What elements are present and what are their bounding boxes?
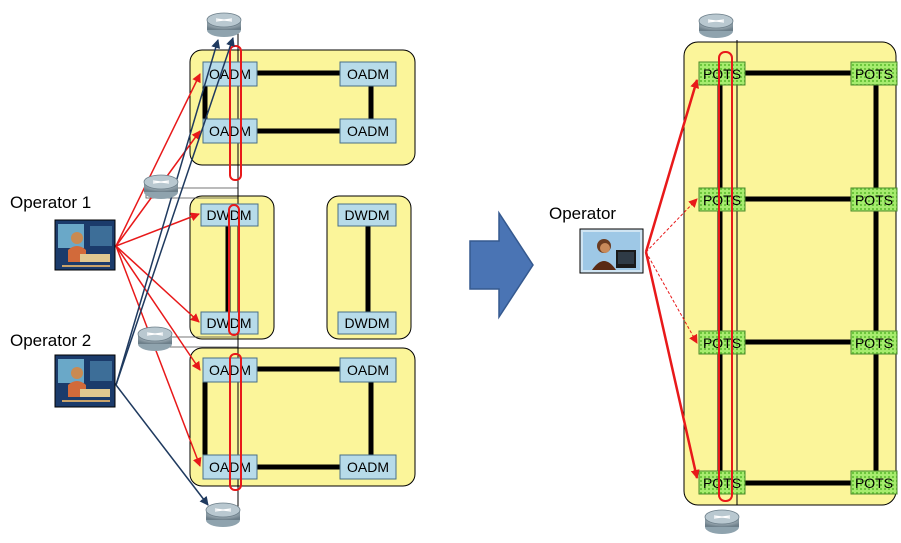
pots-node-6: POTS	[850, 330, 898, 355]
operator2-control-arrows	[115, 37, 235, 506]
svg-text:POTS: POTS	[703, 335, 741, 351]
svg-text:POTS: POTS	[855, 192, 893, 208]
lightpath-tube-top	[229, 45, 242, 181]
svg-text:POTS: POTS	[855, 335, 893, 351]
svg-text:OADM: OADM	[347, 66, 389, 82]
lightpath-tube-right	[718, 51, 733, 502]
router-icon-upper-mid	[143, 174, 179, 199]
oadm-node-mid-right: OADM	[339, 118, 397, 144]
pots-node-7: POTS	[698, 470, 746, 495]
oadm-node-top-right: OADM	[339, 61, 397, 87]
router-icon-lower-mid	[137, 326, 173, 351]
svg-text:DWDM: DWDM	[344, 207, 389, 223]
operator-control-arrows	[644, 79, 700, 479]
dwdm-node-right-top: DWDM	[337, 203, 397, 227]
operator1-icon	[54, 219, 116, 271]
lightpath-tube-middle	[228, 204, 240, 336]
router-icon-right-bottom	[704, 509, 740, 534]
oadm-node-bottom-low-right: OADM	[339, 454, 397, 480]
pots-node-1: POTS	[698, 61, 746, 86]
operator2-icon	[54, 354, 116, 408]
router-icon-top	[206, 12, 242, 37]
pots-node-8: POTS	[850, 470, 898, 495]
svg-text:POTS: POTS	[855, 475, 893, 491]
svg-text:OADM: OADM	[347, 123, 389, 139]
dwdm-node-right-bottom: DWDM	[337, 311, 397, 335]
operator1-control-arrows	[115, 73, 202, 467]
operator-label: Operator	[549, 204, 616, 223]
operator1-label: Operator 1	[10, 193, 91, 212]
transition-arrow	[469, 210, 534, 320]
svg-text:OADM: OADM	[347, 362, 389, 378]
operator2-label: Operator 2	[10, 331, 91, 350]
operator-icon	[579, 228, 644, 274]
pots-node-2: POTS	[850, 61, 898, 86]
svg-text:POTS: POTS	[855, 66, 893, 82]
pots-node-5: POTS	[698, 330, 746, 355]
router-icon-bottom	[205, 502, 241, 527]
svg-text:OADM: OADM	[347, 459, 389, 475]
pots-node-3: POTS	[698, 187, 746, 212]
svg-text:POTS: POTS	[703, 475, 741, 491]
pots-domain	[683, 41, 897, 506]
pots-node-4: POTS	[850, 187, 898, 212]
svg-text:POTS: POTS	[703, 66, 741, 82]
lightpath-tube-bottom	[229, 353, 242, 491]
router-icon-right-top	[698, 13, 734, 38]
dwdm-left-domain	[189, 195, 275, 340]
svg-text:POTS: POTS	[703, 192, 741, 208]
svg-text:DWDM: DWDM	[344, 315, 389, 331]
oadm-node-bottom-top-right: OADM	[339, 357, 397, 383]
